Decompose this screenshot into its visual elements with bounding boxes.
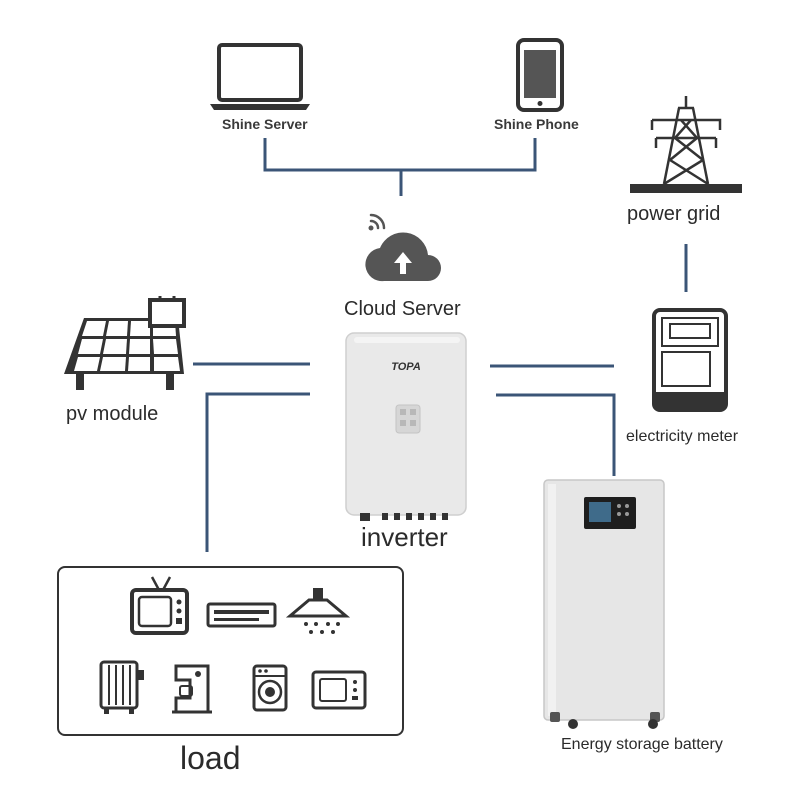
power-tower-icon	[630, 96, 742, 193]
load-label: load	[180, 740, 241, 776]
shine-phone-label: Shine Phone	[494, 116, 579, 132]
inverter-brand-logo: TOPA	[391, 361, 421, 373]
coffee-machine-icon	[172, 664, 212, 714]
inverter-battery-line	[496, 393, 616, 476]
shine-server-label: Shine Server	[222, 116, 308, 132]
energy-storage-battery	[543, 479, 665, 729]
microwave-icon	[311, 670, 367, 710]
connection-lines	[193, 138, 688, 552]
wifi-icon	[368, 213, 386, 231]
pv-module-label: pv module	[66, 403, 159, 425]
phone-icon	[516, 38, 564, 112]
solar-panel-icon	[64, 296, 186, 390]
battery-label: Energy storage battery	[561, 736, 723, 753]
laptop-icon	[210, 43, 310, 110]
load-box	[57, 566, 404, 736]
electricity-meter-icon	[652, 308, 728, 412]
load-inverter-line	[205, 392, 310, 552]
cloud-upload-icon	[365, 232, 441, 282]
electricity-meter-label: electricity meter	[626, 428, 739, 445]
washing-machine-icon	[252, 664, 288, 712]
air-conditioner-icon	[206, 602, 277, 628]
cloud-server-label: Cloud Server	[344, 298, 461, 320]
oil-heater-icon	[99, 660, 144, 714]
inverter-unit: TOPA	[345, 332, 467, 521]
server-phone-line	[263, 138, 537, 172]
inverter-label: inverter	[361, 522, 448, 552]
tv-icon	[130, 576, 189, 635]
power-grid-label: power grid	[627, 203, 721, 225]
range-hood-icon	[285, 588, 351, 634]
